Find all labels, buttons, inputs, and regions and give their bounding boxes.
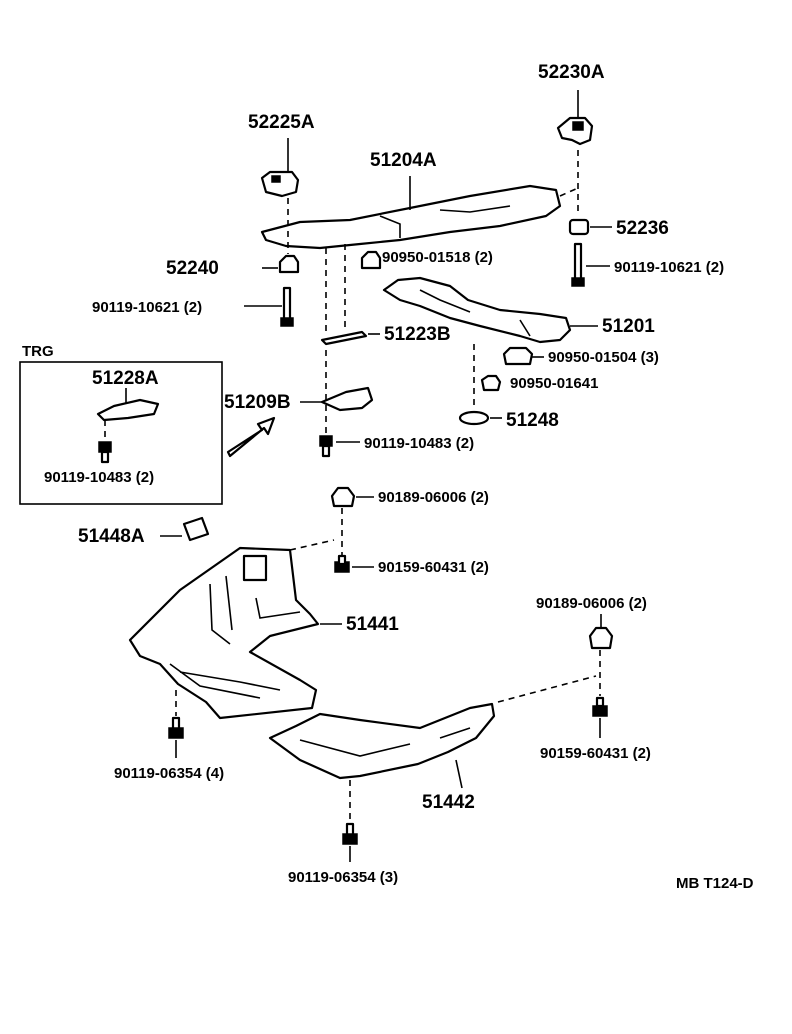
label-51441: 51441 — [346, 614, 399, 635]
guide-line — [497, 675, 597, 703]
crossmember-51204a — [260, 176, 562, 250]
label-52230a: 52230A — [538, 62, 605, 83]
label-52240: 52240 — [166, 258, 219, 279]
label-90950-01504: 90950-01504 (3) — [548, 349, 659, 366]
bolt-90119-10621-right — [571, 242, 610, 287]
cushion-52236 — [568, 218, 612, 236]
cushion-52240 — [262, 254, 300, 274]
label-90189-06006-b: 90189-06006 (2) — [536, 595, 647, 612]
bolt-90119-10621-left — [244, 286, 294, 327]
label-90119-06354-3: 90119-06354 (3) — [288, 869, 398, 886]
clip-90189-06006-b — [588, 614, 614, 650]
screw-90159-60431-a — [334, 554, 374, 573]
grommet-90950-01504 — [502, 346, 544, 366]
label-90159-60431-a: 90159-60431 (2) — [378, 559, 489, 576]
mount-52230a — [556, 90, 594, 146]
cover-51442 — [268, 702, 496, 789]
label-90950-01518: 90950-01518 (2) — [382, 249, 493, 266]
nut-90950-01518 — [360, 250, 382, 270]
label-51209b: 51209B — [224, 392, 291, 413]
label-90119-10621-left: 90119-10621 (2) — [92, 299, 202, 316]
bolt-90119-06354-4 — [168, 716, 184, 758]
washer-51248 — [458, 410, 502, 426]
label-51442: 51442 — [422, 792, 475, 813]
label-51223b: 51223B — [384, 324, 451, 345]
mount-52225a — [260, 138, 300, 198]
clip-51448a — [160, 516, 210, 542]
label-52236: 52236 — [616, 218, 669, 239]
label-90159-60431-b: 90159-60431 (2) — [540, 745, 651, 762]
grommet-90950-01641 — [480, 374, 502, 392]
label-52225a: 52225A — [248, 112, 315, 133]
screw-90159-60431-b — [592, 696, 608, 738]
label-51228a: 51228A — [92, 368, 159, 389]
label-90119-06354-4: 90119-06354 (4) — [114, 765, 224, 782]
guide-line — [289, 539, 335, 551]
plate-51209b — [300, 386, 374, 412]
label-90189-06006-a: 90189-06006 (2) — [378, 489, 489, 506]
cover-51441 — [128, 546, 342, 720]
bolt-90119-06354-3 — [342, 822, 358, 862]
label-51248: 51248 — [506, 410, 559, 431]
trg-inset-box — [19, 361, 276, 505]
label-51204a: 51204A — [370, 150, 437, 171]
label-90119-10483-box: 90119-10483 (2) — [44, 469, 154, 486]
bolt-90119-10483 — [319, 435, 360, 458]
clip-90189-06006-a — [330, 486, 374, 508]
label-90119-10483: 90119-10483 (2) — [364, 435, 474, 452]
reference-code: MB T124-D — [676, 875, 754, 892]
label-trg: TRG — [22, 343, 54, 360]
strip-51223b — [320, 330, 380, 346]
label-90119-10621-right: 90119-10621 (2) — [614, 259, 724, 276]
label-51201: 51201 — [602, 316, 655, 337]
label-90950-01641: 90950-01641 — [510, 375, 598, 392]
guide-line — [559, 187, 579, 197]
crossmember-51201 — [382, 276, 598, 344]
label-51448a: 51448A — [78, 526, 145, 547]
